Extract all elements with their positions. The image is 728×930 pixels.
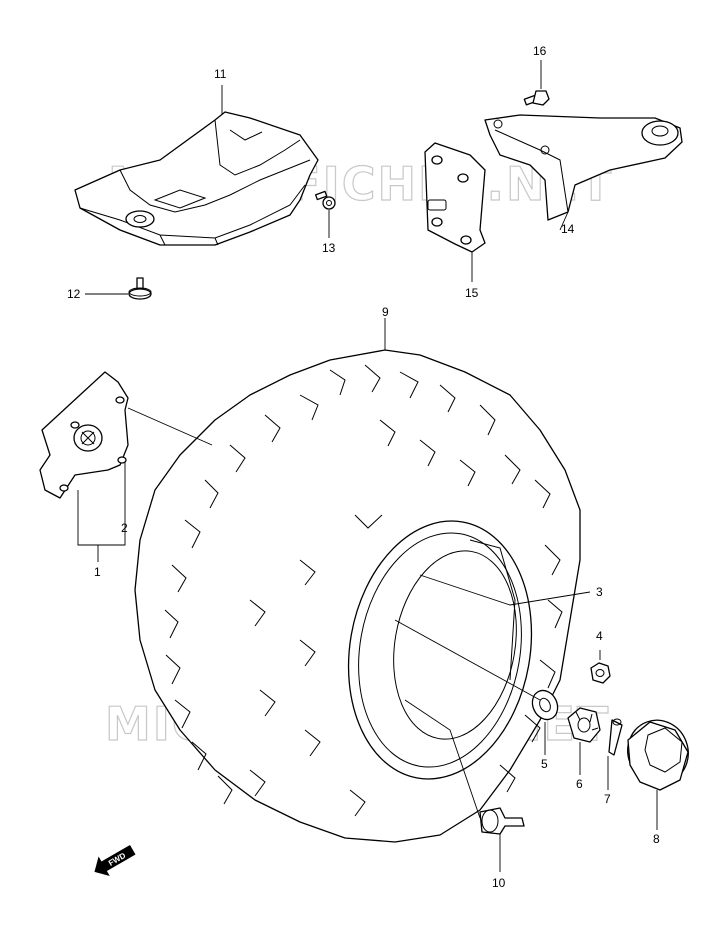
part-9-tire <box>134 349 581 843</box>
callout-11: 11 <box>214 67 227 81</box>
callout-8: 8 <box>653 832 660 846</box>
part-1-wheel-hub <box>39 371 129 499</box>
part-5-washer <box>531 689 559 721</box>
part-8-hub-cap <box>627 719 689 791</box>
callout-4: 4 <box>596 629 603 643</box>
part-4-nut <box>590 662 611 684</box>
leader-lines <box>77 60 658 872</box>
callout-2: 2 <box>121 521 128 535</box>
callout-16: 16 <box>533 44 547 58</box>
callout-14: 14 <box>561 222 575 236</box>
part-15-mounting-plate <box>424 142 486 253</box>
callout-13: 13 <box>322 241 336 255</box>
callout-7: 7 <box>604 792 611 806</box>
callout-10: 10 <box>492 876 506 890</box>
callout-5: 5 <box>541 757 548 771</box>
part-16-bolt <box>523 90 550 106</box>
callout-15: 15 <box>465 286 479 300</box>
part-10-valve-stem <box>479 807 525 835</box>
callout-9: 9 <box>382 305 389 319</box>
callout-labels: 11 12 13 16 14 15 9 2 1 3 4 5 6 7 8 10 <box>67 44 660 890</box>
callout-1: 1 <box>94 565 101 579</box>
part-12-bolt <box>128 277 152 300</box>
part-11-skid-plate <box>74 111 319 246</box>
part-13-bolt <box>314 190 336 210</box>
part-14-bracket-arm <box>484 114 683 221</box>
fwd-arrow: FWD <box>94 844 136 876</box>
callout-3: 3 <box>596 585 603 599</box>
callout-6: 6 <box>576 777 583 791</box>
part-6-castle-nut <box>567 707 601 743</box>
part-7-cotter-pin <box>608 718 623 756</box>
callout-12: 12 <box>67 287 81 301</box>
